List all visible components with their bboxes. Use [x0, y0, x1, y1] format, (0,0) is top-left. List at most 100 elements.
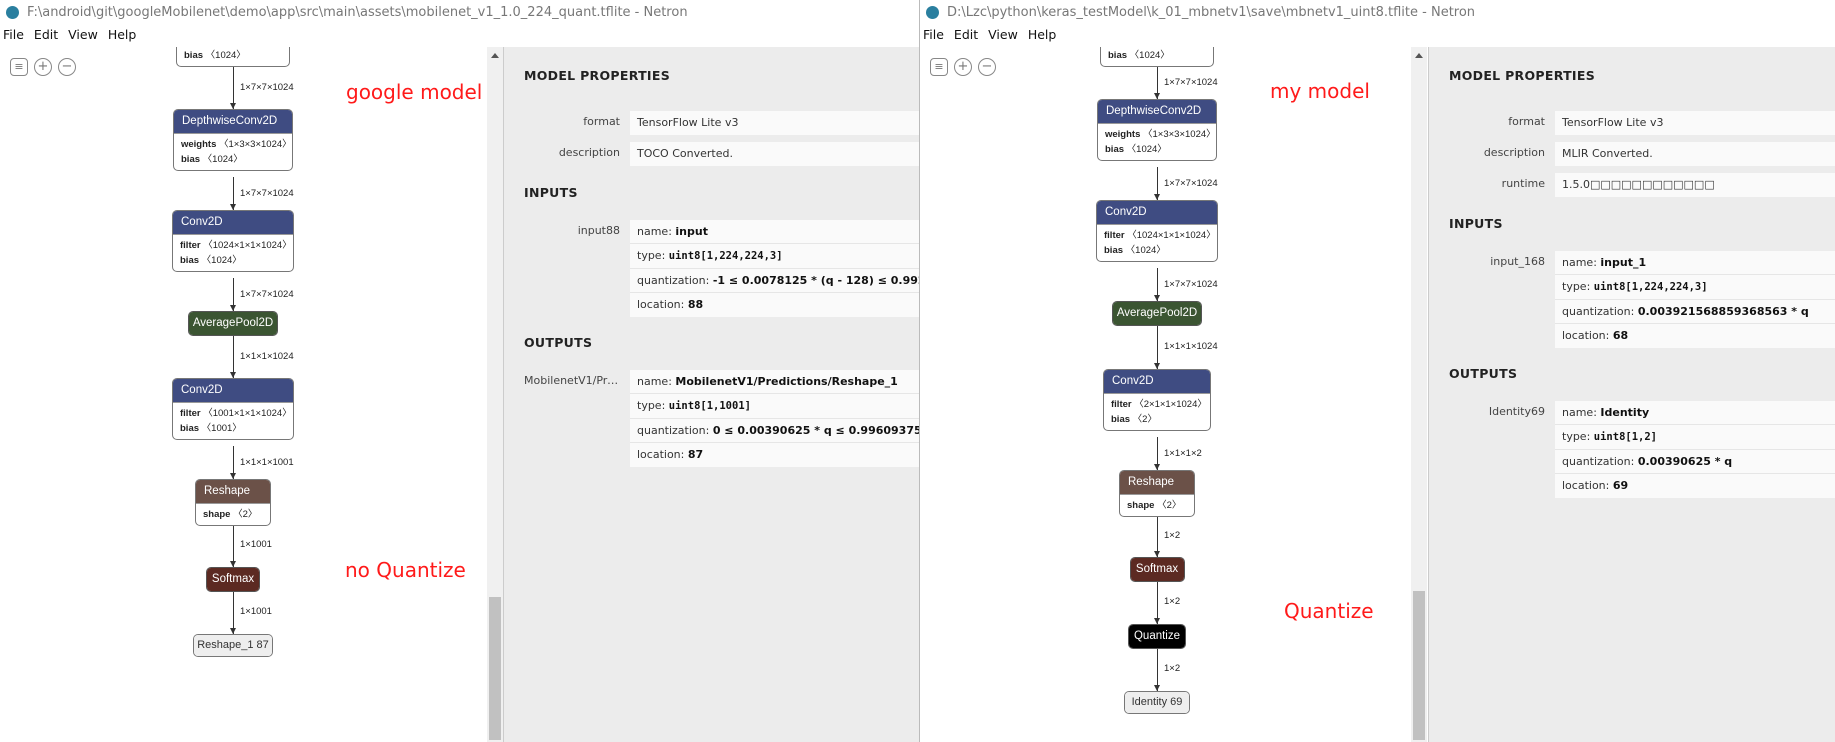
graph-scrollbar[interactable]: [1411, 47, 1427, 742]
graph-edge: [230, 177, 236, 210]
menu-bar: File Edit View Help: [0, 27, 143, 47]
graph-node-averagepool2d[interactable]: AveragePool2D: [1112, 301, 1202, 326]
scrollbar-thumb[interactable]: [489, 597, 501, 740]
edge-shape-label: 1×7×7×1024: [240, 187, 294, 199]
node-attribute: weights 〈1×3×3×1024〉: [1098, 127, 1216, 142]
node-attributes: filter 〈2×1×1×1024〉bias 〈2〉: [1104, 393, 1210, 430]
node-op-name: Conv2D: [1104, 370, 1210, 393]
output-location-row: location: 69: [1562, 478, 1629, 492]
attribute-name: bias: [1105, 144, 1125, 155]
annotation-text: Quantize: [1284, 599, 1374, 623]
attribute-shape: 〈2〉: [233, 509, 258, 520]
output-location-value: 87: [687, 447, 704, 461]
property-value-runtime: 1.5.0□□□□□□□□□□□□: [1555, 173, 1835, 198]
graph-scrollbar[interactable]: [487, 47, 503, 742]
graph-node-averagepool2d[interactable]: AveragePool2D: [188, 311, 278, 336]
graph-node-partial[interactable]: bias 〈1024〉: [176, 47, 290, 67]
node-attributes: filter 〈1001×1×1×1024〉bias 〈1001〉: [173, 402, 293, 439]
outputs-heading: OUTPUTS: [524, 335, 593, 350]
edge-shape-label: 1×2: [1164, 663, 1181, 674]
scroll-up-arrow-icon[interactable]: [1415, 53, 1423, 58]
scroll-up-arrow-icon[interactable]: [491, 53, 499, 58]
menu-file[interactable]: File: [923, 27, 944, 42]
input-location-row: location: 88: [637, 297, 704, 311]
zoom-out-icon[interactable]: −: [58, 58, 76, 76]
list-icon[interactable]: ≡: [10, 58, 28, 76]
graph-node-softmax[interactable]: Softmax: [206, 567, 260, 592]
graph-edge: [1154, 268, 1160, 301]
node-attributes: filter 〈1024×1×1×1024〉bias 〈1024〉: [173, 234, 293, 271]
attribute-shape: 〈2×1×1×1024〉: [1134, 399, 1207, 410]
scrollbar-thumb[interactable]: [1413, 591, 1425, 740]
property-value-text: 1.5.0□□□□□□□□□□□□: [1562, 178, 1715, 191]
outputs-heading: OUTPUTS: [1449, 366, 1518, 381]
attribute-name: filter: [1111, 399, 1132, 410]
graph-toolbar: ≡ +−: [10, 58, 76, 76]
output-argument-label: Identity69: [1488, 405, 1545, 418]
node-op-name: Conv2D: [173, 211, 293, 234]
graph-node-partial[interactable]: bias 〈1024〉: [1100, 47, 1214, 67]
input-location-value: 88: [687, 297, 704, 311]
edge-shape-label: 1×1001: [240, 539, 272, 550]
attribute-shape: 〈1024〉: [1129, 50, 1170, 61]
menu-file[interactable]: File: [3, 27, 24, 42]
menu-edit[interactable]: Edit: [953, 27, 979, 42]
output-argument-label: MobilenetV1/Pre...: [524, 374, 619, 387]
output-name-row: name: Identity: [1555, 401, 1835, 426]
menu-edit[interactable]: Edit: [33, 27, 59, 42]
graph-node-reshape-1-87[interactable]: Reshape_1 87: [193, 634, 273, 657]
graph-node-identity-69[interactable]: Identity 69: [1124, 691, 1190, 714]
edge-shape-label: 1×7×7×1024: [1164, 278, 1218, 290]
attribute-shape: 〈1024〉: [202, 154, 243, 165]
input-quantization-value: 0.003921568859368563 * q: [1637, 304, 1809, 318]
graph-node-softmax[interactable]: Softmax: [1129, 557, 1185, 582]
node-op-name: DepthwiseConv2D: [174, 110, 292, 133]
attribute-shape: 〈1024〉: [1125, 245, 1166, 256]
input-name-value: input: [675, 225, 708, 238]
menu-view[interactable]: View: [988, 27, 1018, 42]
left-netron-window: F:\android\git\googleMobilenet\demo\app\…: [0, 5, 919, 742]
node-attributes: weights 〈1×3×3×1024〉bias 〈1024〉: [174, 133, 292, 170]
output-type-value: uint8[1,2]: [1593, 431, 1657, 444]
node-attribute: bias 〈1024〉: [177, 48, 289, 63]
menu-view[interactable]: View: [68, 27, 98, 42]
property-value-format: TensorFlow Lite v3: [630, 111, 919, 136]
attribute-name: shape: [203, 509, 231, 520]
graph-edge: [1154, 514, 1160, 557]
zoom-in-icon[interactable]: +: [954, 58, 972, 76]
zoom-out-icon[interactable]: −: [978, 58, 996, 76]
edge-shape-label: 1×7×7×1024: [240, 288, 294, 300]
graph-node-quantize[interactable]: Quantize: [1128, 624, 1186, 649]
attribute-name: bias: [180, 423, 200, 434]
input-location-value: 68: [1612, 328, 1629, 342]
attribute-shape: 〈2〉: [1132, 414, 1157, 425]
menu-help[interactable]: Help: [107, 27, 137, 42]
output-quantization-row: quantization: 0.00390625 * q: [1555, 450, 1835, 474]
output-type-value: uint8[1,1001]: [668, 400, 751, 413]
menu-help[interactable]: Help: [1027, 27, 1057, 42]
node-attribute: filter 〈1024×1×1×1024〉: [173, 238, 293, 253]
node-attribute: shape 〈2〉: [1120, 498, 1194, 513]
output-location-value: 69: [1612, 478, 1629, 492]
attribute-name: weights: [1105, 129, 1141, 140]
node-attribute: bias 〈1024〉: [174, 152, 292, 167]
property-label-format: format: [583, 115, 620, 128]
property-label-runtime: runtime: [1501, 177, 1545, 190]
node-attribute: filter 〈1001×1×1×1024〉: [173, 406, 293, 421]
graph-edge: [1154, 437, 1160, 470]
node-attribute: bias 〈1024〉: [173, 253, 293, 268]
zoom-in-icon[interactable]: +: [34, 58, 52, 76]
edge-shape-label: 1×7×7×1024: [1164, 76, 1218, 88]
list-icon[interactable]: ≡: [930, 58, 948, 76]
